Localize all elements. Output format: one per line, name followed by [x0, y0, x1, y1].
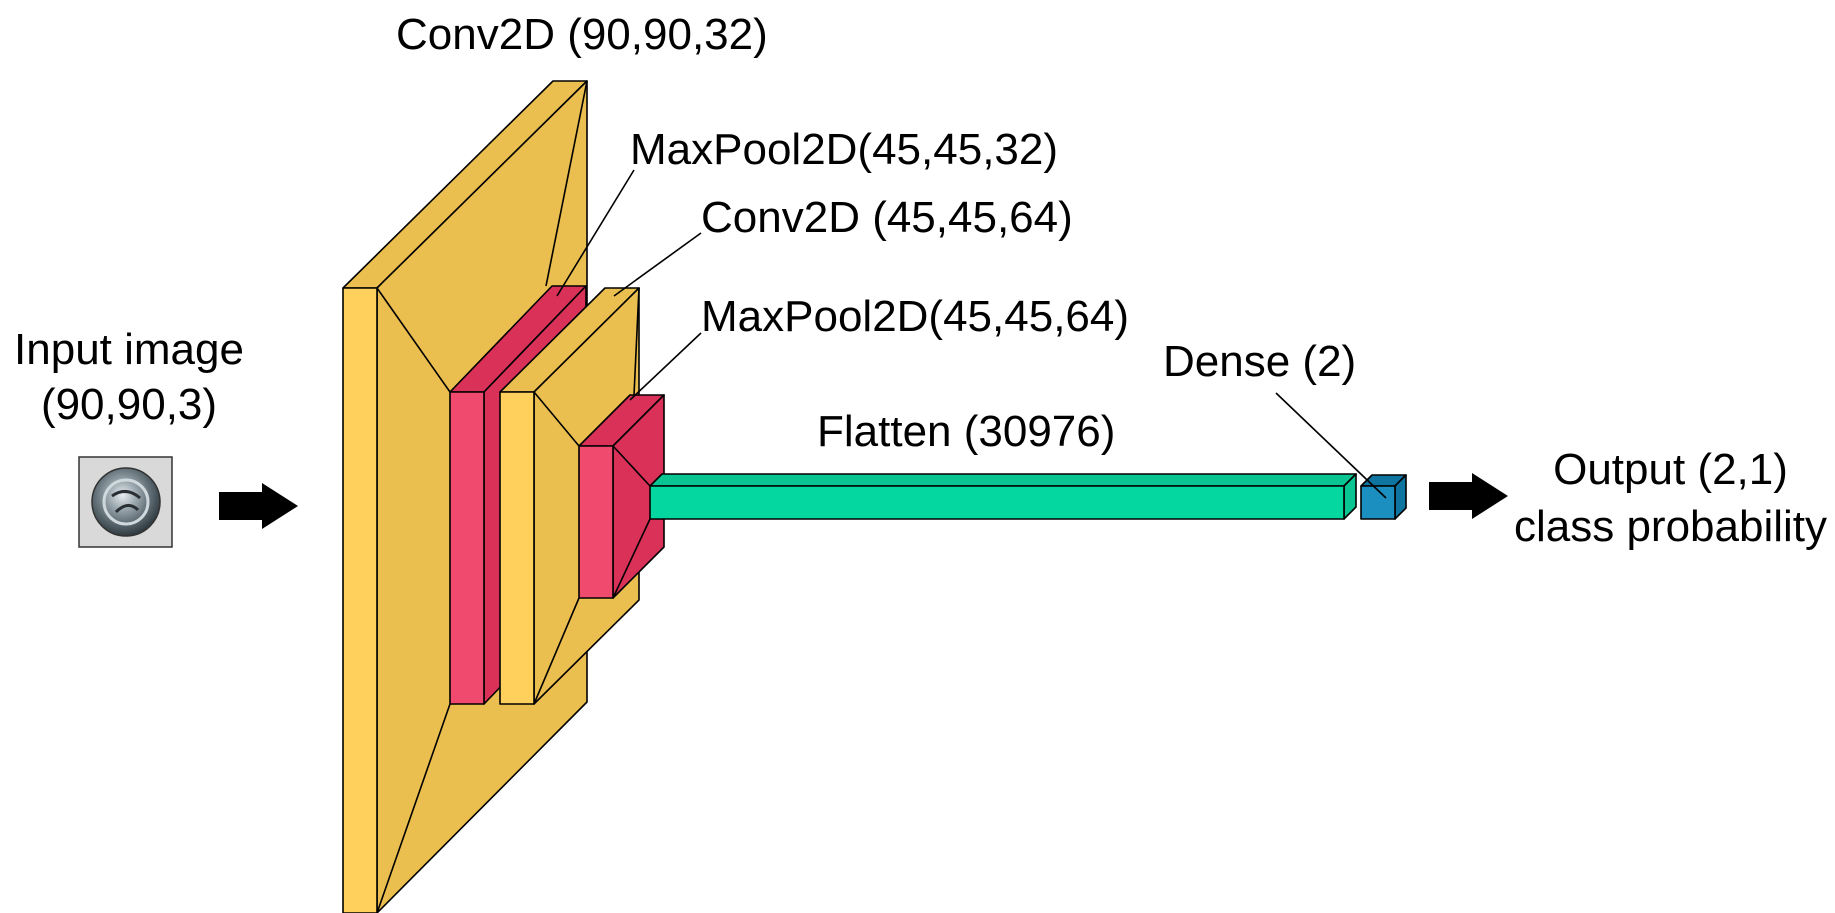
- leader-line-pool1: [556, 169, 635, 297]
- input-image-label: Input image: [14, 325, 244, 374]
- flatten-layer: [649, 473, 1357, 520]
- maxpool2d-layer-2-label: MaxPool2D(45,45,64): [701, 292, 1130, 341]
- conv2d-layer-2-label: Conv2D (45,45,64): [701, 193, 1073, 242]
- output-label: Output (2,1): [1553, 445, 1788, 494]
- conv2d-layer-2: [499, 287, 640, 705]
- dense-layer: [1360, 474, 1407, 520]
- maxpool2d-layer-1-label: MaxPool2D(45,45,32): [630, 125, 1059, 174]
- right-arrow-icon: [219, 483, 298, 529]
- leader-line-conv2: [613, 232, 702, 297]
- maxpool2d-layer-2: [578, 394, 665, 599]
- leader-line-dense: [1275, 392, 1387, 499]
- right-arrow-icon: [1429, 473, 1508, 519]
- conv2d-layer-1-label: Conv2D (90,90,32): [396, 10, 768, 59]
- dense-layer-label: Dense (2): [1163, 337, 1357, 386]
- flatten-layer-label: Flatten (30976): [817, 407, 1116, 456]
- leader-line-pool2: [629, 332, 702, 401]
- output-subtitle-label: class probability: [1513, 502, 1828, 551]
- screw-head-icon: [91, 467, 161, 537]
- input-image-thumbnail: [78, 456, 173, 548]
- input-shape-label: (90,90,3): [40, 380, 218, 429]
